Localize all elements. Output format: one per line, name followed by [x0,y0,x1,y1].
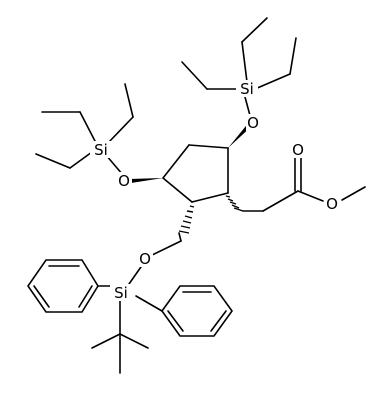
phenyl-ring-left [27,259,99,313]
left-tes-group [35,83,134,182]
silicon-label: Si [114,284,128,302]
tbdps-group [91,232,182,374]
hashed-bond-c5-ch2 [225,195,244,212]
atom-label-si-tes-left: Si [90,141,112,159]
cyclopentane-ring [162,144,229,203]
atom-label-o-tes-top: O [246,114,261,132]
methyl-acetate-chain [242,155,366,212]
phenyl-ring-right [161,285,233,337]
atom-label-o-tes-left: O [117,172,132,190]
oxygen-label: O [118,172,130,190]
silicon-label: Si [240,80,254,98]
silicon-label: Si [94,141,108,159]
oxygen-label: O [292,141,304,159]
top-tes-group [181,17,297,124]
atom-label-o-ester: O [325,195,340,213]
hashed-bond-c4-ch2 [178,205,195,234]
atom-label-si-tbdps: Si [110,284,132,302]
atom-label-o-tbdps: O [138,250,153,268]
oxygen-label: O [326,195,338,213]
wedge-bond-c3-o [129,178,163,183]
oxygen-label: O [247,114,259,132]
oxygen-label: O [139,250,151,268]
atom-label-si-tes-top: Si [236,80,258,98]
atom-label-o-carbonyl: O [291,141,306,159]
